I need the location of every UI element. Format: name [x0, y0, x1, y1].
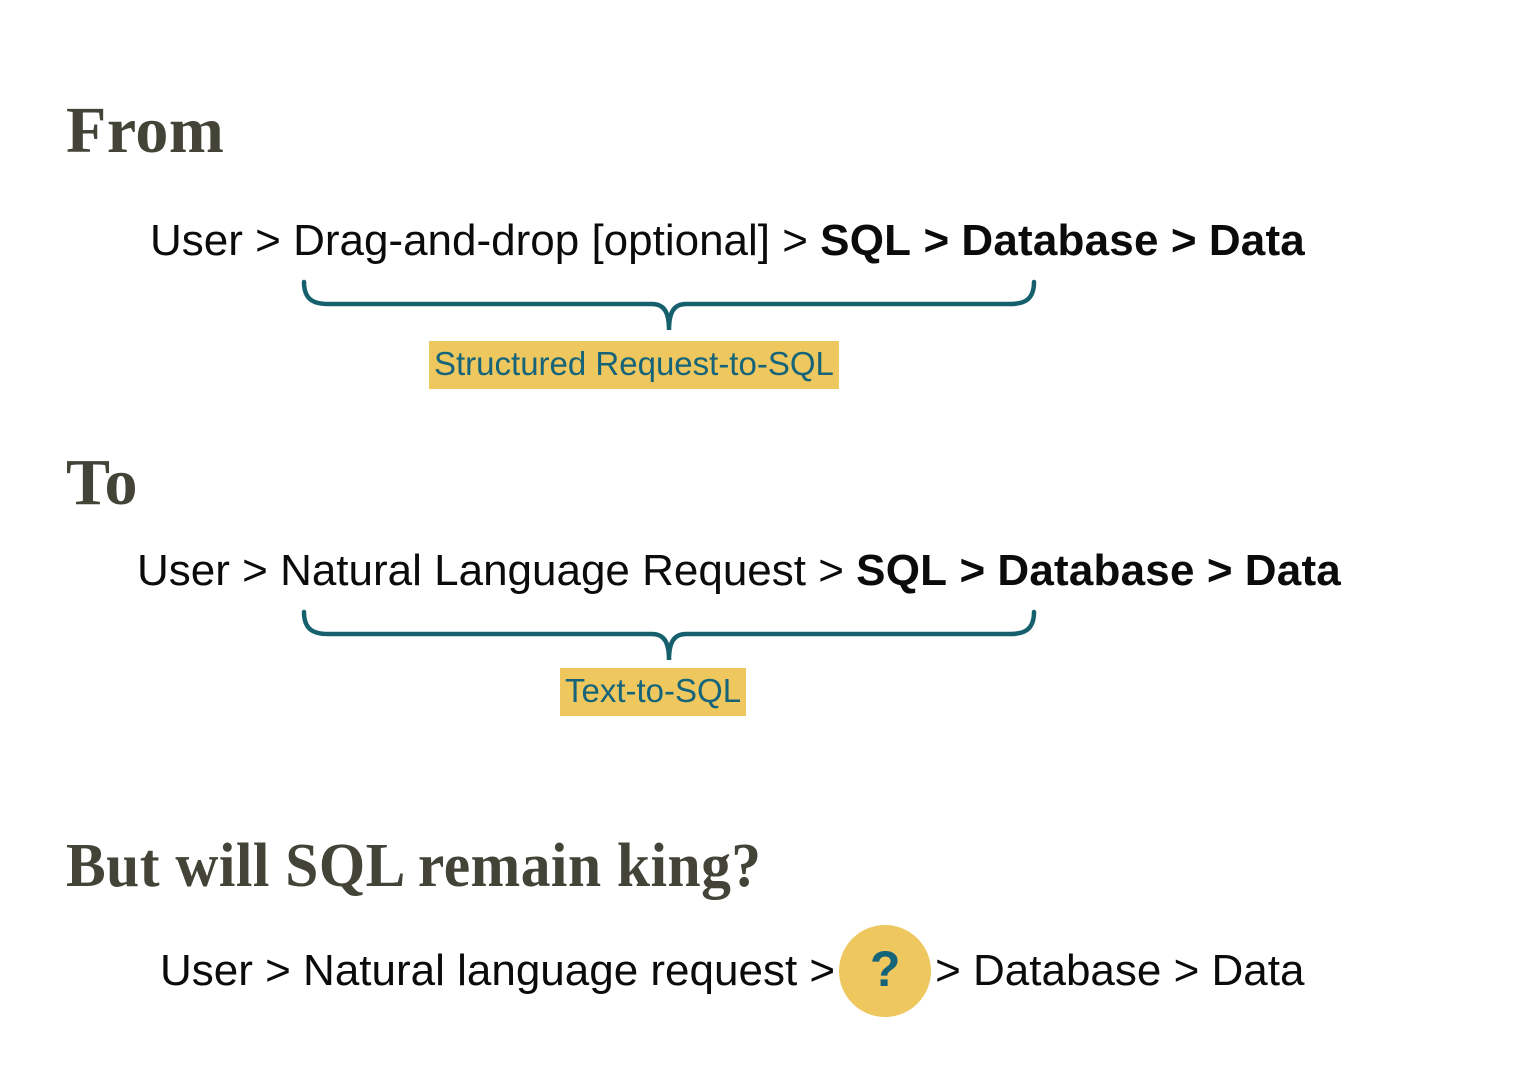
flow-to-database: Database: [997, 546, 1195, 595]
flow-question-prefix: User > Natural language request >: [160, 946, 836, 995]
flow-line-from: User > Drag-and-drop [optional] > SQL > …: [150, 219, 1305, 263]
flow-from-database: Database: [961, 216, 1159, 265]
question-mark-glyph: ?: [869, 941, 901, 997]
flow-to-natural-language-request: Natural Language Request: [280, 546, 806, 595]
flow-from-data: Data: [1208, 216, 1305, 265]
flow-to-data: Data: [1244, 546, 1341, 595]
brace-label-structured-request-to-sql: Structured Request-to-SQL: [429, 341, 839, 389]
flow-to-sql: SQL: [856, 546, 948, 595]
flow-to-user: User: [137, 546, 230, 595]
flow-from-arrow-2: >: [770, 216, 821, 265]
flow-from-arrow-1: >: [242, 216, 294, 265]
flow-from-user: User: [150, 216, 243, 265]
flow-to-arrow-1: >: [229, 546, 281, 595]
flow-question-suffix: > Database > Data: [935, 946, 1305, 995]
brace-label-text-to-sql: Text-to-SQL: [560, 668, 747, 716]
curly-brace-icon-from: [301, 279, 1037, 331]
section-heading-question: But will SQL remain king?: [66, 832, 762, 900]
flow-from-arrow-4: >: [1158, 216, 1209, 265]
flow-to-arrow-2: >: [806, 546, 857, 595]
flow-line-question: User > Natural language request > ? > Da…: [160, 925, 1304, 1017]
flow-from-draganddrop: Drag-and-drop [optional]: [293, 216, 771, 265]
flow-from-arrow-3: >: [911, 216, 962, 265]
section-heading-to: To: [66, 446, 138, 519]
curly-brace-icon-to: [301, 609, 1037, 661]
flow-line-to: User > Natural Language Request > SQL > …: [137, 549, 1341, 593]
question-mark-badge-icon: ?: [839, 925, 932, 1017]
flow-to-arrow-3: >: [947, 546, 998, 595]
flow-from-sql: SQL: [820, 216, 912, 265]
flow-to-arrow-4: >: [1194, 546, 1245, 595]
section-heading-from: From: [66, 94, 225, 167]
